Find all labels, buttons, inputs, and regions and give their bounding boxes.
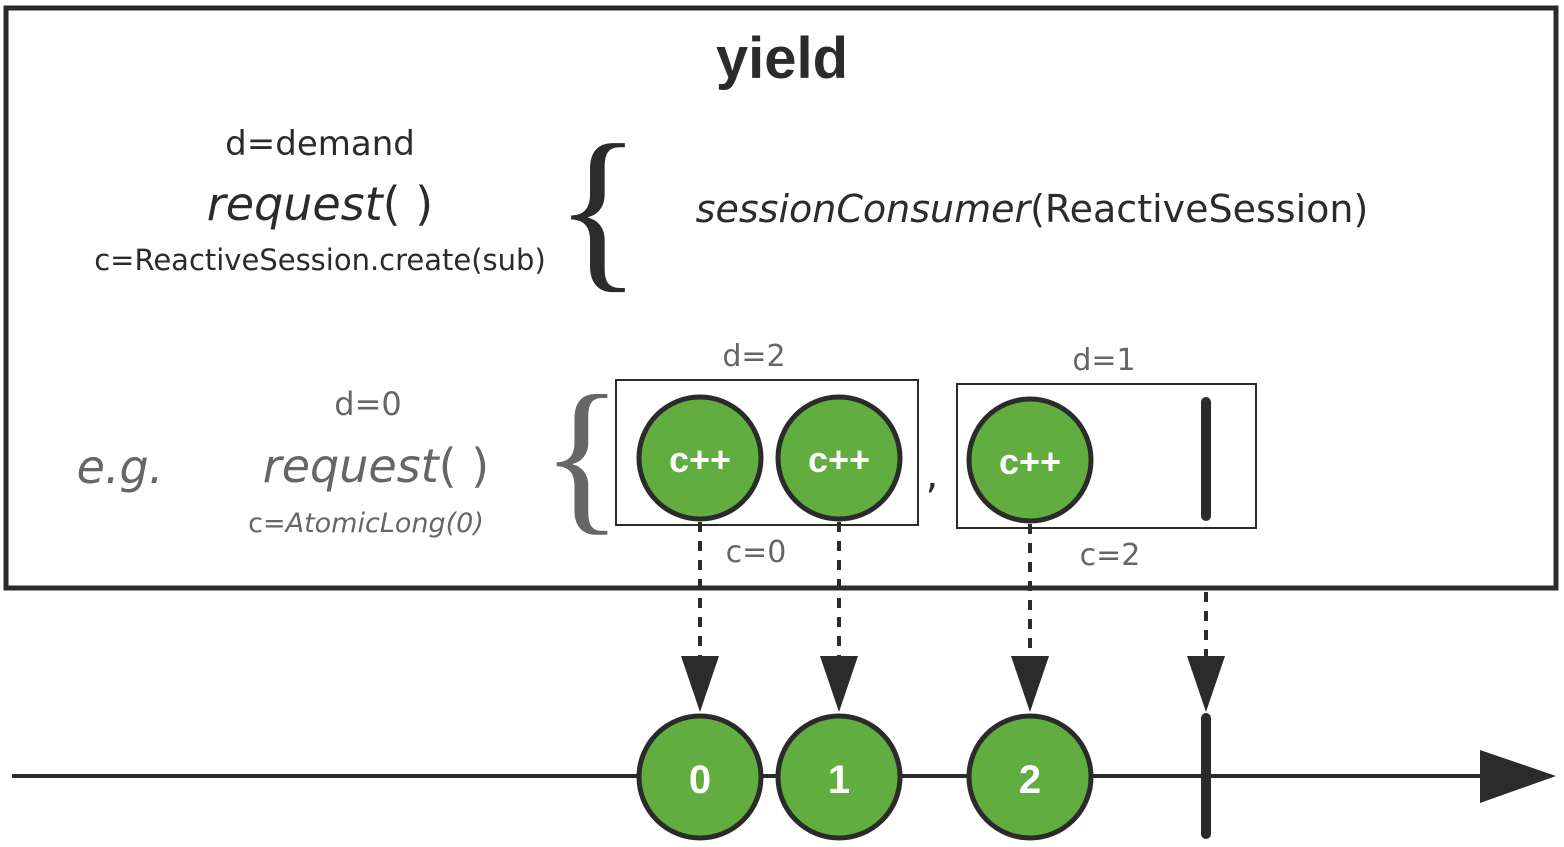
example-request-signature: request( ) [263, 439, 489, 493]
session-consumer-signature: sessionConsumer(ReactiveSession) [696, 187, 1369, 231]
group2-marble-1-label: c++ [999, 441, 1061, 482]
arrow-head-icon [1187, 656, 1225, 712]
group1-marble-1: c++ [636, 394, 764, 522]
arrow-head-icon [820, 656, 858, 712]
create-label: c=ReactiveSession.create(sub) [94, 243, 546, 277]
output-item-0-label: 0 [689, 758, 711, 802]
group2-box [956, 383, 1257, 529]
group-separator: , [926, 452, 939, 498]
group1-counter-label: c=0 [726, 535, 787, 570]
general-brace-icon: { [555, 108, 641, 307]
arrow-heads [681, 656, 1225, 712]
group1-demand-label: d=2 [722, 339, 785, 374]
consumer-fn: sessionConsumer [696, 187, 1033, 231]
counter-prefix: c= [248, 508, 285, 539]
operator-box [3, 5, 1559, 591]
timeline-arrow-icon [1480, 750, 1556, 803]
group1-marble-2-label: c++ [808, 439, 870, 480]
output-item-1-label: 1 [828, 758, 850, 802]
connectors [698, 522, 1208, 662]
arrow-head-icon [1011, 656, 1049, 712]
request-parens: ( ) [383, 177, 434, 231]
group2-demand-label: d=1 [1072, 343, 1135, 378]
output-item-1: 1 [775, 713, 903, 841]
output-item-0: 0 [636, 713, 764, 841]
request-signature: request( ) [207, 177, 433, 231]
eg-label: e.g. [77, 440, 164, 494]
group2-counter-label: c=2 [1080, 538, 1141, 573]
group1-box [615, 379, 919, 526]
example-demand-label: d=0 [334, 385, 401, 423]
arrow-head-icon [681, 656, 719, 712]
consumer-arg: (ReactiveSession) [1030, 187, 1368, 231]
group1-marble-2: c++ [775, 394, 903, 522]
output-item-2: 2 [966, 713, 1094, 841]
example-request-parens: ( ) [439, 439, 490, 493]
request-name: request [207, 177, 385, 231]
example-brace-icon: { [541, 361, 623, 549]
group2-marble-1: c++ [966, 396, 1094, 524]
example-counter-label: c=AtomicLong(0) [248, 508, 484, 539]
demand-label: d=demand [225, 124, 415, 164]
example-request-name: request [263, 439, 441, 493]
operator-title: yield [716, 26, 848, 91]
counter-value: AtomicLong(0) [284, 508, 484, 539]
group1-marble-1-label: c++ [669, 439, 731, 480]
output-item-2-label: 2 [1019, 758, 1041, 802]
